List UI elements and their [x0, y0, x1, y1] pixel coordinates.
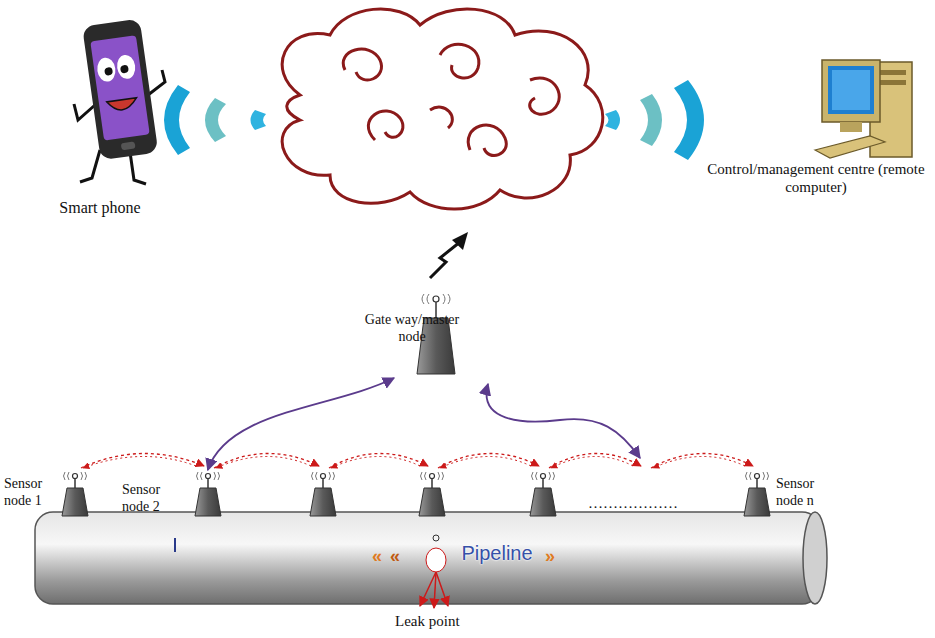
centre-label-text: Control/management centre (remote comput… — [700, 160, 932, 196]
sensor-node: Sensor node 2 — [122, 470, 232, 526]
pipeline-label-text: Pipeline — [448, 541, 546, 565]
sensor-node-text: Sensor node 1 — [4, 476, 64, 510]
leak: « « » — [372, 535, 555, 608]
pipeline-label: Pipeline — [448, 541, 546, 571]
sensor-towers — [62, 294, 770, 516]
radio-link-head — [452, 232, 468, 250]
phone-label: Smart phone — [40, 198, 160, 222]
hop-links — [81, 453, 753, 468]
sensor-node: Sensor node 1 — [4, 476, 64, 516]
svg-text:«: « — [372, 546, 382, 566]
centre-label: Control/management centre (remote comput… — [700, 160, 932, 206]
gateway-node-text: Gate way/master node — [352, 312, 472, 346]
gateway-node: Gate way/master node — [352, 284, 472, 378]
sensor-node-text: Sensor node 2 — [122, 482, 180, 516]
svg-text:«: « — [390, 546, 400, 566]
wireless-waves — [605, 80, 704, 160]
gateway-link — [487, 384, 640, 458]
pipe-mark — [174, 538, 176, 552]
sensor-node-text: Sensor node n — [776, 476, 836, 510]
phone-label-text: Smart phone — [40, 198, 160, 217]
wireless-waves — [164, 85, 266, 155]
computer-icon — [815, 60, 912, 158]
ellipsis-text: ……………… — [588, 494, 678, 512]
leak-label: Leak point — [395, 612, 460, 630]
cloud — [282, 9, 603, 209]
gateway-link — [208, 378, 394, 470]
radio-link — [430, 242, 460, 278]
sensor-node: Sensor node n — [776, 476, 836, 516]
svg-text:»: » — [545, 546, 555, 566]
phone-icon — [74, 19, 165, 184]
pipeline-end — [803, 512, 827, 604]
